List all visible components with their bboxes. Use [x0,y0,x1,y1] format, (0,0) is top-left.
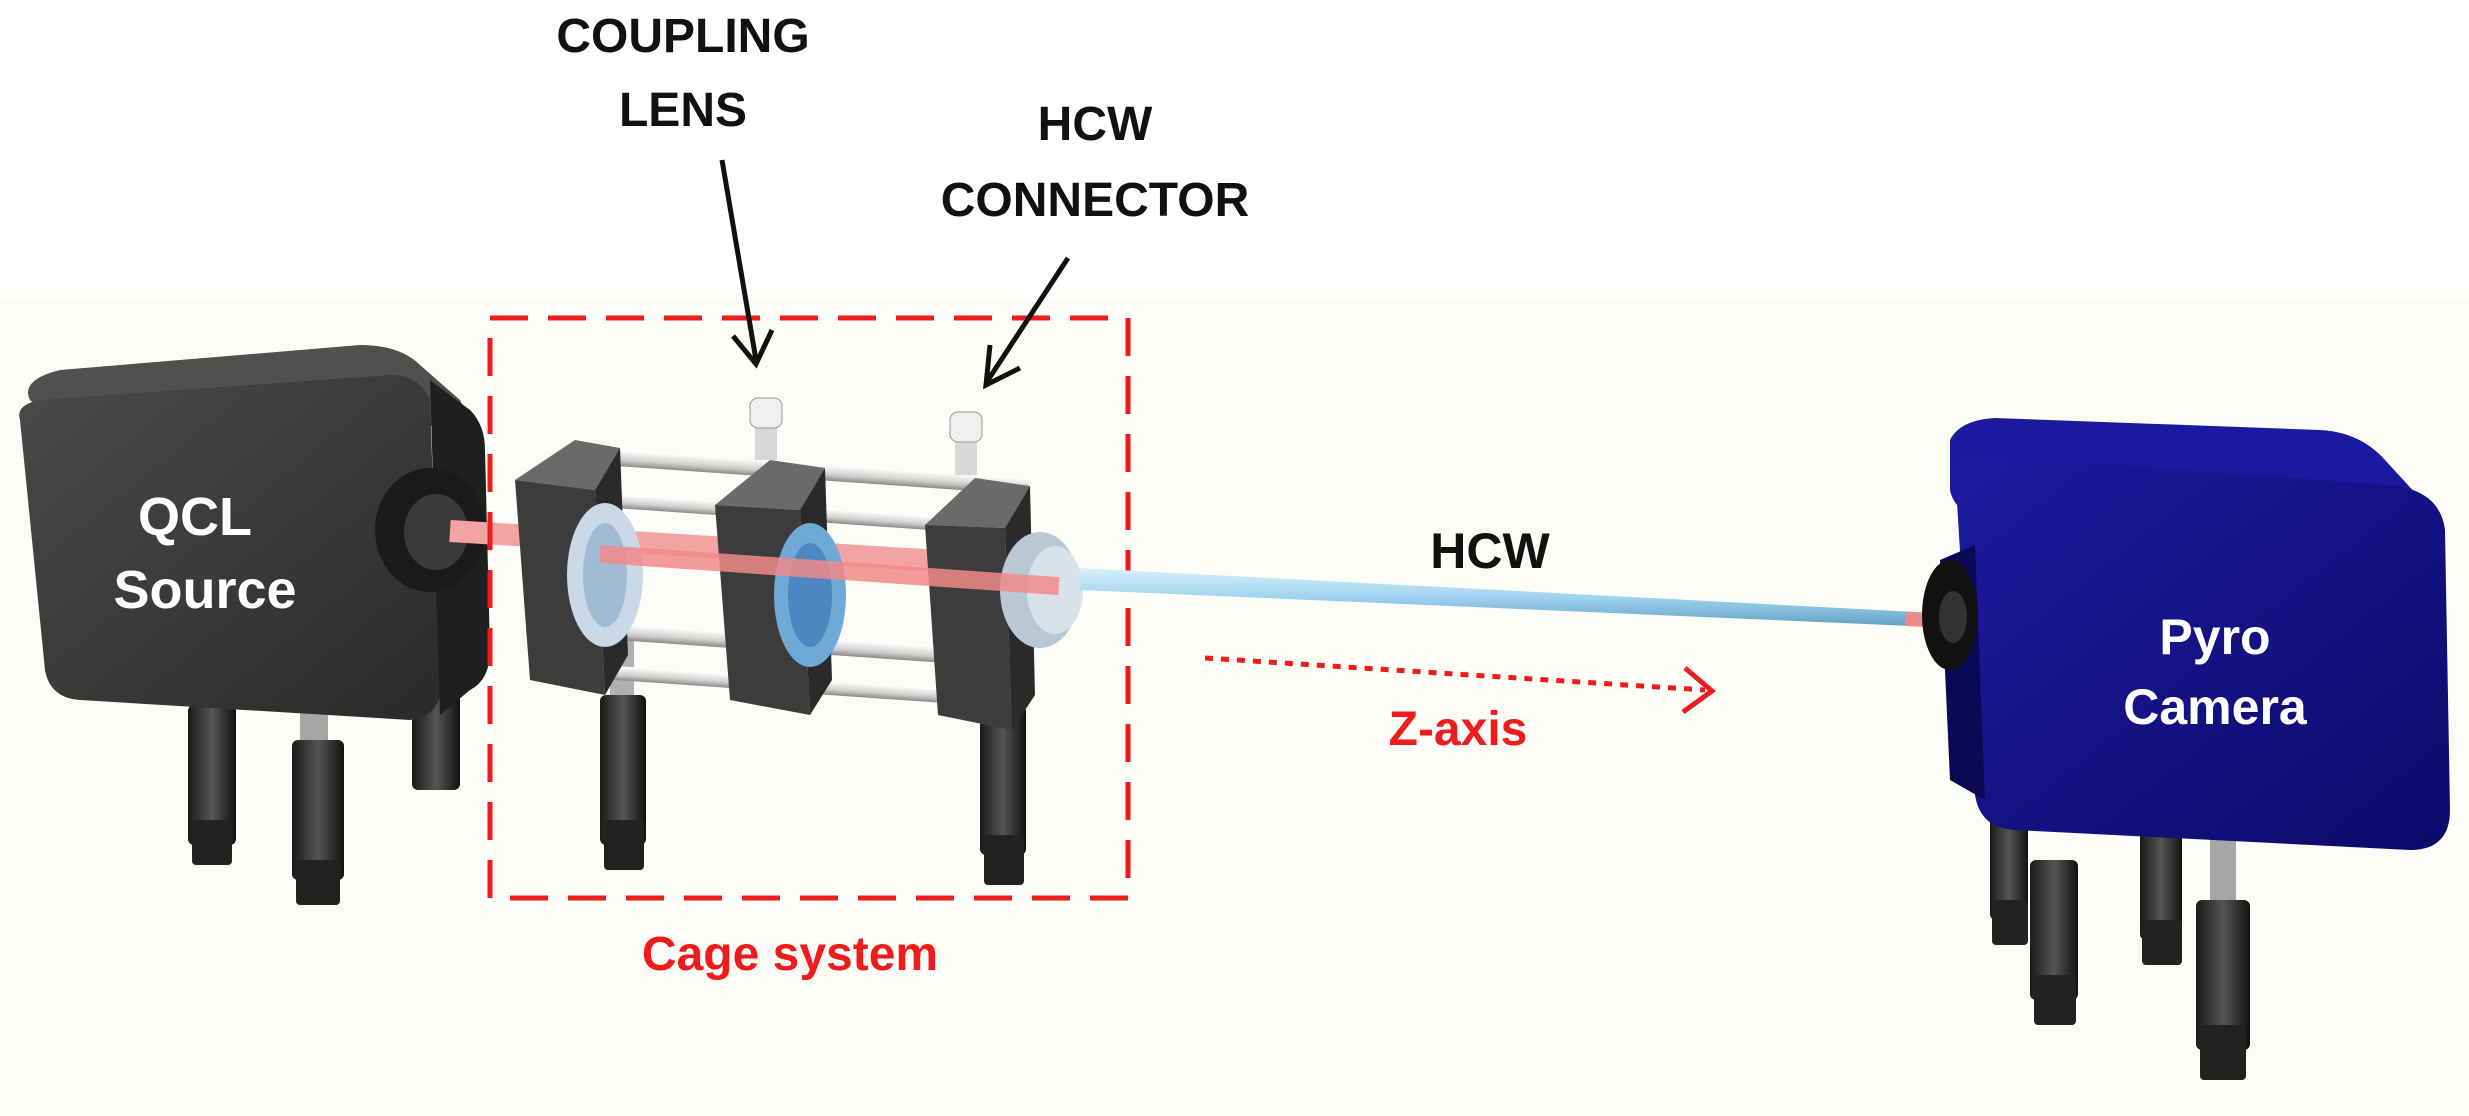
coupling-lens-arrow [719,159,775,369]
pyro-post-2 [2030,860,2078,1025]
cage-plate-1 [515,440,643,695]
pyro-camera: Pyro Camera [1922,418,2450,1080]
cage-system-label: Cage system [642,928,938,981]
laser-beam-inside [599,545,1060,596]
pyro-label-line1: Pyro [2159,609,2270,665]
qcl-label-line1: QCL [138,487,252,547]
z-axis-arrow [1204,655,1717,715]
z-axis-label: Z-axis [1389,703,1528,756]
hcw-label: HCW [1430,523,1550,579]
qcl-body-front [19,375,441,720]
hcw-connector-label-line1: HCW [1038,98,1153,151]
coupling-lens-label-line2: LENS [619,84,747,137]
qcl-label-line2: Source [113,560,296,620]
pyro-body-front [1954,455,2450,850]
hcw-connector-arrow [983,256,1071,390]
cage-system-box [487,315,1131,901]
pyro-post-4 [2196,830,2250,1080]
coupling-lens-label-line1: COUPLING [556,10,809,63]
pyro-post-3 [2140,830,2182,965]
cage-system: Cage system [487,315,1131,981]
hcw-connector-label-line2: CONNECTOR [941,174,1249,227]
pyro-label-line2: Camera [2123,679,2308,735]
qcl-source: QCL Source [19,345,490,905]
